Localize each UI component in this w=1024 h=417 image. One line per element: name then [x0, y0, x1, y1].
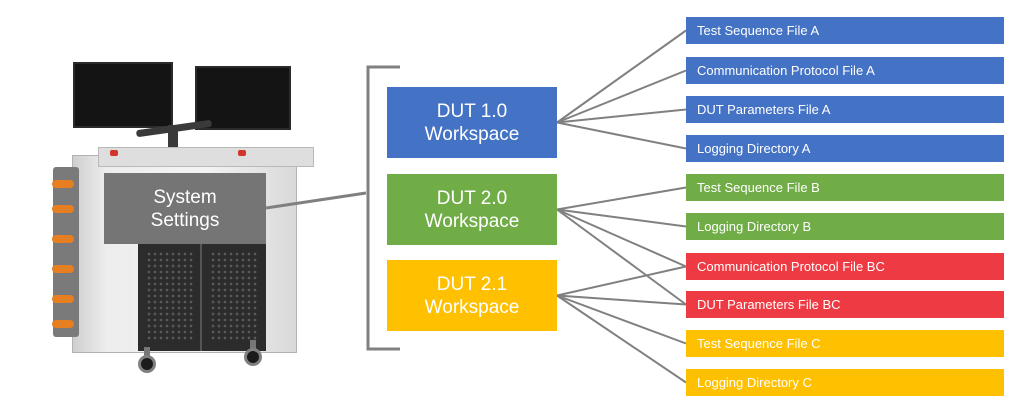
right-monitor: [195, 66, 291, 130]
workspace-title: DUT 2.1: [436, 273, 508, 295]
file-test-sequence-b: Test Sequence File B: [686, 174, 1004, 201]
file-dut-parameters-bc: DUT Parameters File BC: [686, 291, 1004, 318]
workspace-file-link: [556, 186, 687, 211]
caster-wheel: [244, 348, 262, 366]
workspace-title: DUT 2.0: [436, 187, 508, 209]
caster-stem: [144, 347, 150, 357]
cart-top: [98, 147, 314, 167]
workspace-file-link: [556, 69, 687, 124]
left-monitor: [73, 62, 173, 128]
system-settings-box: System Settings: [104, 173, 266, 244]
emergency-stop-button: [238, 150, 246, 156]
cable: [52, 235, 74, 243]
file-dut-parameters-a: DUT Parameters File A: [686, 96, 1004, 123]
emergency-stop-button: [110, 150, 118, 156]
workspace-file-link: [556, 121, 687, 150]
cable: [52, 180, 74, 188]
system-settings-line1: System: [153, 186, 217, 208]
system-settings-line2: Settings: [150, 209, 220, 231]
workspace-file-link: [556, 294, 687, 345]
workspace-subtitle: Workspace: [424, 210, 520, 232]
door-perforation: [146, 251, 194, 341]
file-logging-directory-c: Logging Directory C: [686, 369, 1004, 396]
workspace-bracket: [366, 65, 400, 351]
file-test-sequence-c: Test Sequence File C: [686, 330, 1004, 357]
workspace-title: DUT 1.0: [436, 100, 508, 122]
settings-to-bracket-line: [265, 191, 367, 210]
file-logging-directory-a: Logging Directory A: [686, 135, 1004, 162]
file-test-sequence-a: Test Sequence File A: [686, 17, 1004, 44]
workspace-dut-2-1: DUT 2.1 Workspace: [387, 260, 557, 331]
file-logging-directory-b: Logging Directory B: [686, 213, 1004, 240]
file-communication-protocol-bc: Communication Protocol File BC: [686, 253, 1004, 280]
workspace-dut-2-0: DUT 2.0 Workspace: [387, 174, 557, 245]
cable: [52, 320, 74, 328]
workspace-file-link: [556, 208, 687, 306]
workspace-subtitle: Workspace: [424, 123, 520, 145]
workspace-file-link: [556, 108, 687, 124]
door-perforation: [210, 251, 258, 341]
workspace-file-link: [556, 208, 687, 228]
workspace-file-link: [556, 294, 687, 384]
caster-stem: [250, 340, 256, 350]
cable: [52, 205, 74, 213]
door-divider: [200, 241, 202, 351]
cable: [52, 295, 74, 303]
caster-wheel: [138, 355, 156, 373]
monitor-stand: [168, 125, 178, 167]
workspace-file-link: [556, 208, 687, 268]
cable: [52, 265, 74, 273]
workspace-file-link: [556, 265, 687, 297]
connector-panel: [53, 167, 79, 337]
workspace-file-link: [556, 29, 687, 124]
workspace-dut-1-0: DUT 1.0 Workspace: [387, 87, 557, 158]
workspace-subtitle: Workspace: [424, 296, 520, 318]
file-communication-protocol-a: Communication Protocol File A: [686, 57, 1004, 84]
test-cart-illustration: [40, 55, 314, 385]
workspace-file-link: [556, 294, 687, 306]
